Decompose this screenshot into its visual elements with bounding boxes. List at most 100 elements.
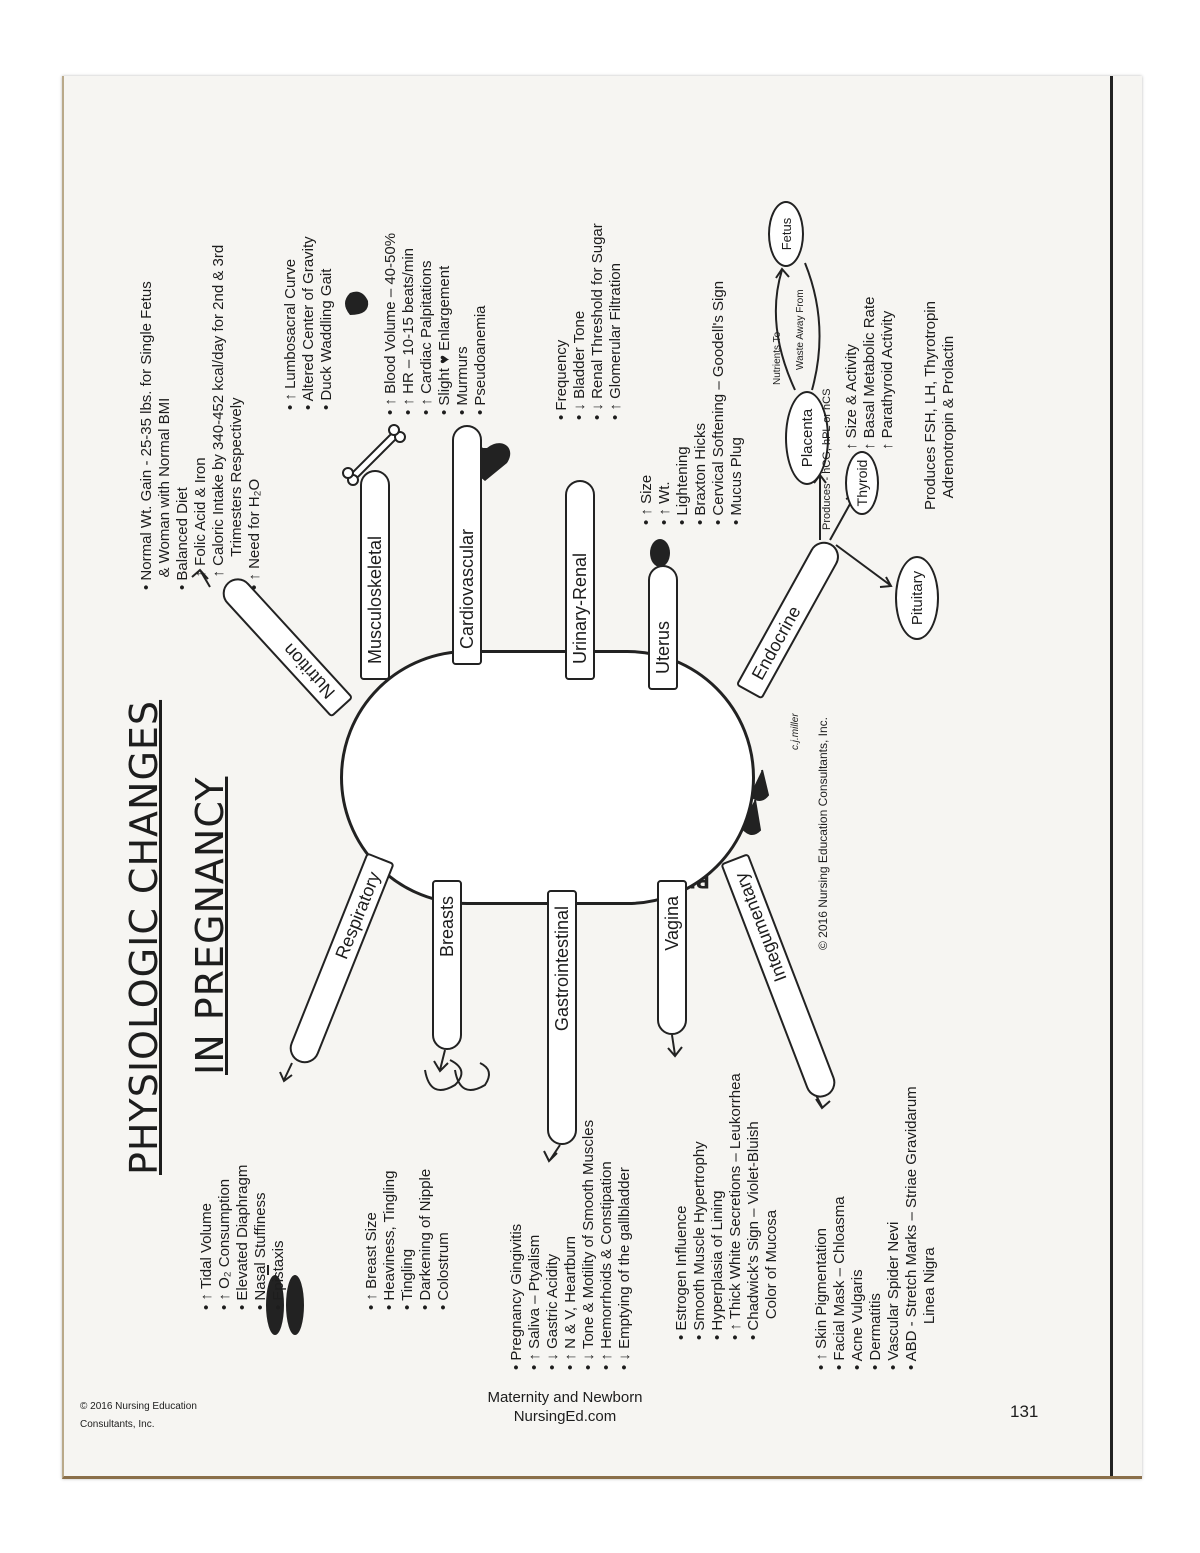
list-item: • Heaviness, Tingling	[381, 1170, 398, 1311]
page-edge-rule	[1110, 76, 1113, 1476]
list-item: • ↑ Saliva – Ptyalism	[526, 1234, 543, 1370]
footer-book: Maternity and Newborn NursingEd.com	[460, 1388, 670, 1426]
list-item: • ↑ O₂ Consumption	[216, 1178, 233, 1310]
breasts-icon	[424, 1059, 490, 1091]
waste-away-label: Waste Away From	[795, 289, 806, 370]
list-item: Linea Nigra	[921, 1247, 938, 1370]
list-item: ↑ Basal Metabolic Rate	[861, 296, 878, 450]
list-item: • ↓ Bladder Tone	[571, 310, 588, 420]
lungs-icon	[266, 1265, 304, 1335]
list-item: • ↑ Size	[638, 474, 655, 525]
thyroid-node: Thyroid	[845, 451, 879, 515]
rotated-diagram: PHYSIOLOGIC CHANGES IN PREGNANCY PHYSIOL…	[60, 75, 1140, 1475]
cardiovascular-list: • ↑ Blood Volume – 40-50%• ↑ HR – 10-15 …	[382, 233, 490, 415]
list-item: • ↑ Blood Volume – 40-50%	[382, 232, 399, 415]
spoke-urinary-renal: Urinary-Renal	[565, 480, 595, 680]
list-item: • ↑ N & V, Heartburn	[562, 1236, 579, 1370]
page-number: 131	[1010, 1402, 1039, 1421]
breasts-arrow	[433, 1049, 449, 1073]
list-item: • Duck Waddling Gait	[318, 268, 335, 410]
center-oval	[340, 650, 755, 905]
list-item: • ↑ Lumbosacral Curve	[282, 258, 299, 410]
list-item: • Pregnancy Gingivitis	[508, 1223, 525, 1370]
list-item: • ↑ HR – 10-15 beats/min	[400, 248, 417, 415]
uterus-icon	[650, 539, 670, 567]
list-item: • Frequency	[553, 339, 570, 420]
list-item: • Lightening	[674, 446, 691, 525]
respiratory-arrow	[279, 1062, 293, 1083]
vagina-list: • Estrogen Influence• Smooth Muscle Hype…	[673, 1073, 781, 1340]
list-item: • Acne Vulgaris	[849, 1269, 866, 1370]
nutrients-arrow	[774, 267, 796, 391]
list-item: • Vascular Spider Nevi	[885, 1221, 902, 1370]
bone-icon	[342, 424, 406, 486]
list-item: • Tingling	[399, 1248, 416, 1310]
list-item: • ↑ Glomerular Filtration	[607, 263, 624, 420]
uterus-list: • ↑ Size• ↑ Wt.• Lightening• Braxton Hic…	[638, 281, 746, 525]
gastrointestinal-list: • Pregnancy Gingivitis• ↑ Saliva – Ptyal…	[508, 1120, 634, 1370]
list-item: Produces FSH, LH, Thyrotropin	[922, 301, 939, 510]
pituitary-list: Produces FSH, LH, Thyrotropin Adrenotrop…	[922, 301, 958, 510]
list-item: • Murmurs	[454, 346, 471, 415]
list-item: Color of Mucosa	[763, 1209, 780, 1340]
placenta-produces: Produces - hCG, hPL or hCS	[821, 388, 833, 530]
list-item: • Darkening of Nipple	[417, 1168, 434, 1310]
waste-arrow	[804, 262, 821, 391]
list-item: • Mucus Plug	[728, 437, 745, 525]
footer-website: NursingEd.com	[513, 1408, 617, 1425]
list-item: • Braxton Hicks	[692, 423, 709, 525]
list-item: ↑ Caloric Intake by 340-452 kcal/day for…	[210, 244, 227, 590]
list-item: • ↑ Thick White Secretions – Leukorrhea	[727, 1073, 744, 1340]
list-item: • ↑ Cardiac Palpitations	[418, 260, 435, 416]
list-item: • Elevated Diaphragm	[234, 1164, 251, 1310]
pelvis-icon	[345, 291, 369, 315]
list-item: • Pseudoanemia	[472, 305, 489, 416]
nutrients-to-label: Nutrients To	[772, 331, 783, 385]
pituitary-node: Pituitary	[895, 556, 939, 640]
list-item: • Facial Mask – Chloasma	[831, 1196, 848, 1370]
list-item: Trimesters Respectively	[228, 397, 245, 590]
spoke-musculoskeletal: Musculoskeletal	[360, 470, 390, 680]
list-item: • Smooth Muscle Hypertrophy	[691, 1141, 708, 1340]
list-item: • ↓ Gastric Acidity	[544, 1253, 561, 1370]
footer-copyright-line2: Consultants, Inc.	[80, 1419, 155, 1430]
list-item: • Epistaxis	[270, 1240, 287, 1310]
integumentary-list: • ↑ Skin Pigmentation• Facial Mask – Chl…	[813, 1086, 939, 1370]
footer-copyright: © 2016 Nursing Education Consultants, In…	[80, 1398, 197, 1434]
spoke-gastrointestinal: Gastrointestinal	[547, 890, 577, 1145]
inline-copyright: © 2016 Nursing Education Consultants, In…	[816, 717, 830, 950]
respiratory-list: • ↑ Tidal Volume• ↑ O₂ Consumption• Elev…	[198, 1165, 288, 1310]
spoke-uterus: Uterus	[648, 565, 678, 690]
list-item: & Woman with Normal BMI	[156, 397, 173, 590]
list-item: • ↑ Hemorrhoids & Constipation	[598, 1161, 615, 1370]
list-item: • ABD - Stretch Marks – Striae Gravidaru…	[903, 1086, 920, 1370]
thyroid-list: ↑ Size & Activity↑ Basal Metabolic Rate↑…	[843, 297, 897, 450]
list-item: • ↑ Need for H₂O	[246, 478, 263, 590]
musculoskeletal-list: • ↑ Lumbosacral Curve• Altered Center of…	[282, 236, 336, 410]
list-item: • Cervical Softening – Goodell's Sign	[710, 280, 727, 525]
list-item: • Slight ♥ Enlargement	[436, 265, 453, 415]
list-item: • ↓ Renal Threshold for Sugar	[589, 223, 606, 420]
list-item: ↑ Size & Activity	[843, 344, 860, 450]
spoke-vagina: Vagina	[657, 880, 687, 1035]
list-item: • Estrogen Influence	[673, 1205, 690, 1340]
list-item: • ↑ Skin Pigmentation	[813, 1228, 830, 1370]
gi-arrow	[543, 1144, 561, 1163]
list-item: • Colostrum	[435, 1232, 452, 1310]
list-item: • Hyperplasia of Lining	[709, 1190, 726, 1340]
list-item: ↑ Parathyroid Activity	[879, 310, 896, 450]
endocrine-to-pituitary	[835, 544, 893, 588]
list-item: • ↓ Tone & Motility of Smooth Muscles	[580, 1119, 597, 1370]
footer-book-title: Maternity and Newborn	[487, 1389, 643, 1406]
list-item: • Dermatitis	[867, 1293, 884, 1370]
breasts-list: • ↑ Breast Size• Heaviness, Tingling• Ti…	[363, 1169, 453, 1310]
urinary-list: • Frequency• ↓ Bladder Tone• ↓ Renal Thr…	[553, 223, 625, 420]
nutrition-arrow	[191, 568, 211, 588]
fetus-node: Fetus	[768, 201, 804, 267]
vagina-arrow	[667, 1034, 683, 1058]
list-item: • Balanced Diet	[174, 487, 191, 590]
nutrition-list: • Normal Wt. Gain - 25-35 lbs. for Singl…	[138, 245, 264, 590]
list-item: • Altered Center of Gravity	[300, 236, 317, 410]
list-item: • ↑ Tidal Volume	[198, 1203, 215, 1310]
list-item: Adrenotropin & Prolactin	[940, 335, 957, 510]
